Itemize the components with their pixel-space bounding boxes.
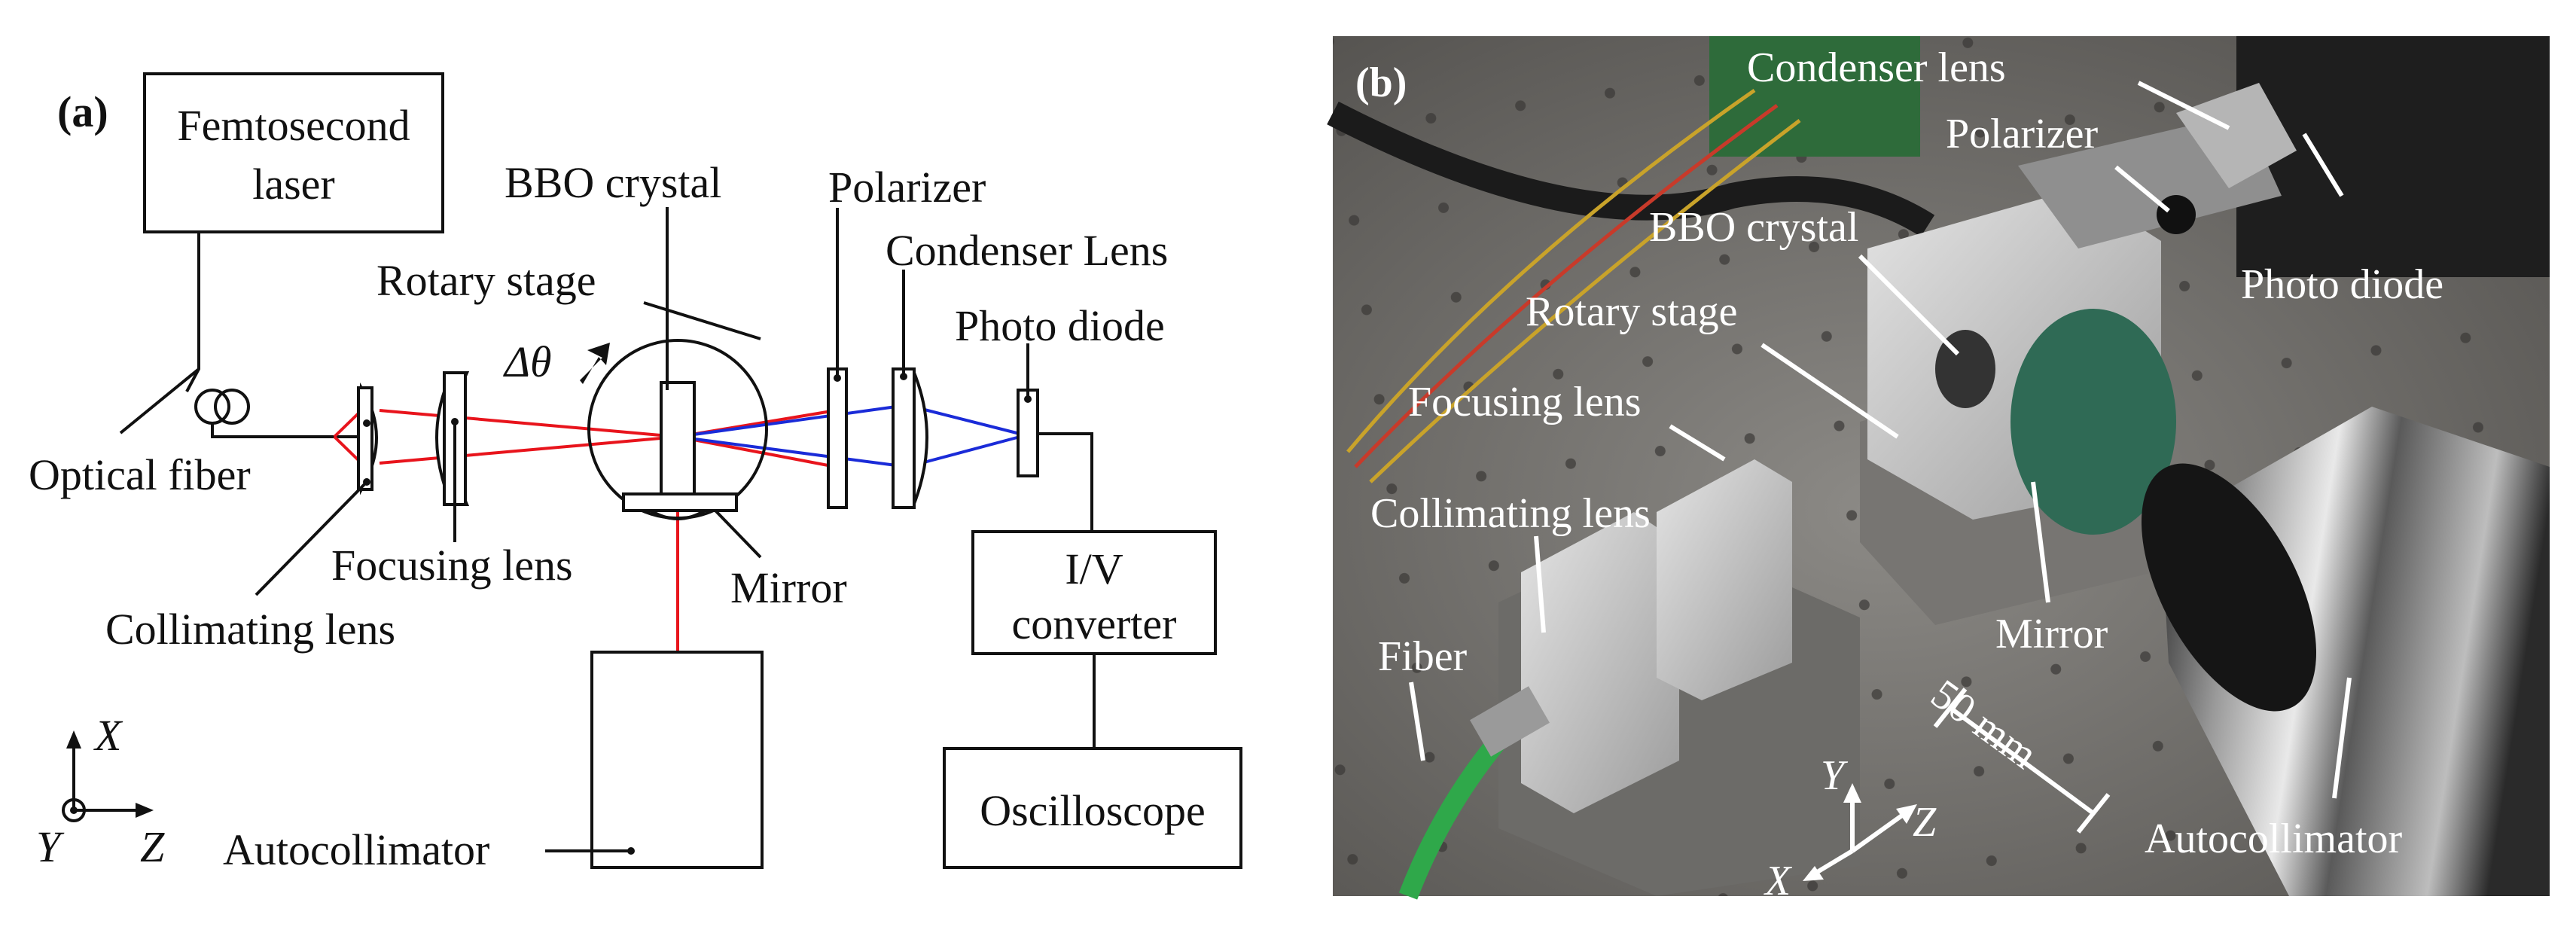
rotary-stage-pointer [643,301,761,340]
optical-fiber: Optical fiber [29,232,358,499]
oscilloscope-box: Oscilloscope [943,747,1242,869]
mirror-pointer [2031,481,2050,603]
photo-axis-y-label: Y [1821,752,1849,799]
panel-b-tag: (b) [1355,59,1407,106]
collimating-lens-label: Collimating lens [105,605,395,654]
mirror-pointer [714,509,762,559]
mirror [2010,309,2176,535]
rotary-stage-label: Rotary stage [376,256,596,305]
panel-b-photo: 50 mm Y Z X (b) Condenser lens Polarizer… [1327,36,2550,904]
iv-converter-label-line2: converter [1012,599,1177,648]
collimating-lens: Collimating lens [105,382,395,654]
focusing-lens-pointer [1669,424,1726,462]
optical-fiber-label: Optical fiber [29,450,251,499]
photo-diode-label: Photo diode [955,301,1165,350]
photo-diode-stage [2236,36,2550,277]
condenser-lens: Condenser Lens [886,226,1168,509]
panel-a-schematic: (a) Femtosecond laser Optical fiber [29,72,1242,874]
iv-converter-label-line1: I/V [1065,544,1123,593]
fiber-coil-icon [194,389,230,425]
focusing-lens-mount [1657,459,1792,700]
polarizer [2157,195,2196,234]
photo-axis-x-label: X [1764,858,1793,904]
laser-label-line2: laser [252,160,335,209]
photo-bbo-crystal-label: BBO crystal [1649,204,1858,251]
photo-collimating-lens-label: Collimating lens [1370,490,1651,537]
laser-label-line1: Femtosecond [177,101,410,150]
autocollimator-label: Autocollimator [223,825,489,874]
polarizer: Polarizer [827,163,986,509]
rotation-arrow-icon [580,343,610,384]
polarizer-pointer [2114,165,2170,213]
mirror-label: Mirror [730,563,847,612]
iv-converter-box: I/V converter [971,530,1217,749]
focusing-lens: Focusing lens [331,371,573,590]
collimating-lens-mount [1521,512,1679,813]
polarizer-label: Polarizer [828,163,986,212]
photo-diode-pointer [2302,133,2344,197]
coordinate-axes-a: X Y Z [36,711,165,871]
oscilloscope-label: Oscilloscope [980,786,1206,835]
collimating-lens-pointer [1534,535,1546,633]
delta-theta-label: Δθ [503,337,552,386]
bbo-crystal-pointer [1858,254,1960,356]
cable [1327,101,1935,237]
condenser-lens-label: Condenser Lens [886,226,1168,275]
second-harmonic-beam [677,405,1026,467]
photo-mirror-label: Mirror [1995,611,2108,657]
autocollimator-pointer [2332,677,2352,799]
bbo-crystal-label: BBO crystal [505,158,721,207]
optical-fiber-pointer [119,367,200,434]
photo-fiber-label: Fiber [1378,633,1468,680]
condenser-lens-pointer [2137,81,2230,130]
femtosecond-laser-box: Femtosecond laser [143,72,444,233]
fiber-pointer [1409,681,1425,761]
photo-autocollimator-label: Autocollimator [2145,816,2403,862]
mirror-mount [622,492,738,512]
photo-rotary-stage-label: Rotary stage [1526,288,1737,335]
mirror [649,509,706,520]
coordinate-axes-b: Y Z X [1764,752,1937,904]
axis-y-label: Y [36,822,65,871]
photo-photo-diode-label: Photo diode [2241,261,2443,308]
photo-diode: Photo diode [955,301,1165,532]
photo-polarizer-label: Polarizer [1946,111,2098,157]
rotary-stage: BBO crystal Rotary stage Δθ Mirror [376,158,847,612]
condenser-lens-mount [2176,83,2297,188]
panel-a-tag: (a) [57,87,108,136]
bbo-crystal [660,381,696,495]
autocollimator-box: Autocollimator [223,651,764,874]
axis-z-label: Z [140,822,165,871]
photo-focusing-lens-label: Focusing lens [1408,379,1642,425]
axis-x-label: X [93,711,123,760]
rotary-stage-pointer [1761,343,1899,439]
photo-axis-z-label: Z [1913,799,1937,846]
focusing-lens-label: Focusing lens [331,541,573,590]
photo-condenser-lens-label: Condenser lens [1747,44,2006,91]
